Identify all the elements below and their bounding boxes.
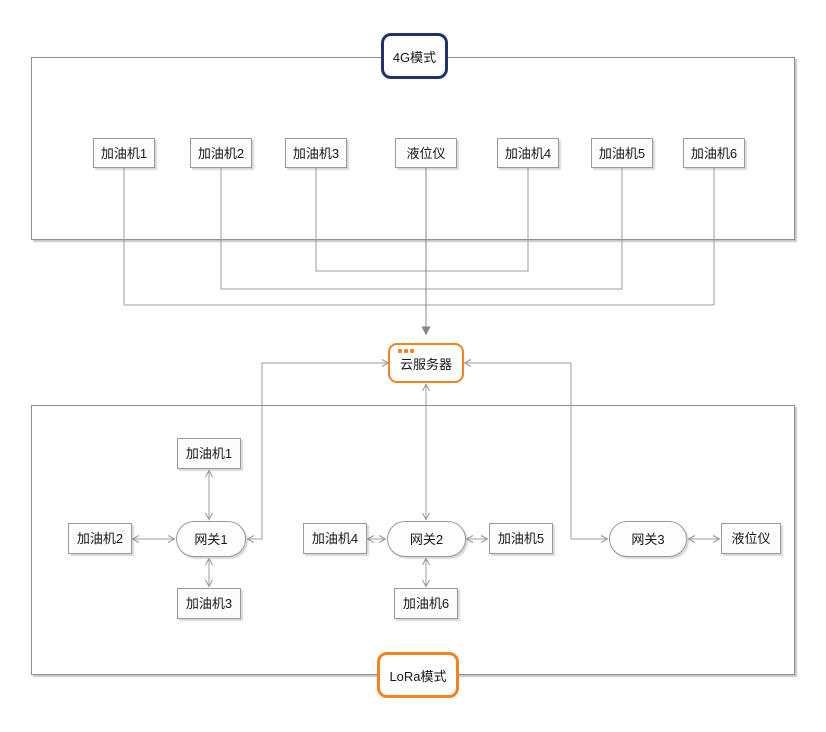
gateway-2: 网关2 — [387, 521, 466, 557]
4g-mode-label: 4G模式 — [392, 49, 437, 65]
lora-dispenser-1: 加油机1 — [177, 438, 241, 469]
4g-dispenser-1: 加油机1 — [93, 138, 155, 168]
wire-cloud-gw3 — [463, 359, 609, 543]
wire-4g-bracket-middle — [220, 168, 623, 290]
4g-dispenser-3: 加油机3 — [285, 138, 347, 168]
cloud-server-label: 云服务器 — [399, 356, 452, 372]
wire-4g-bracket-outer — [123, 168, 715, 306]
4g-dispenser-2: 加油机2 — [190, 138, 252, 168]
wire-4g-bracket-inner — [315, 168, 529, 272]
lora-mode-label: LoRa模式 — [389, 668, 447, 684]
4g-dispenser-6: 加油机6 — [683, 138, 745, 168]
lora-level-gauge: 液位仪 — [721, 523, 781, 554]
ellipsis-dots-icon — [398, 349, 414, 353]
lora-dispenser-5: 加油机5 — [489, 523, 553, 554]
gateway-1: 网关1 — [176, 521, 246, 557]
lora-dispenser-6: 加油机6 — [394, 588, 458, 619]
cloud-server-node: 云服务器 — [388, 343, 464, 383]
4g-level-gauge: 液位仪 — [395, 138, 457, 168]
lora-dispenser-4: 加油机4 — [303, 523, 367, 554]
lora-dispenser-3: 加油机3 — [177, 588, 241, 619]
gateway-3: 网关3 — [609, 521, 687, 557]
4g-mode-badge: 4G模式 — [381, 33, 448, 79]
4g-dispenser-4: 加油机4 — [497, 138, 559, 168]
lora-mode-badge: LoRa模式 — [377, 652, 459, 698]
lora-dispenser-2: 加油机2 — [68, 523, 132, 554]
4g-dispenser-5: 加油机5 — [591, 138, 653, 168]
wire-cloud-gw1 — [246, 359, 390, 543]
